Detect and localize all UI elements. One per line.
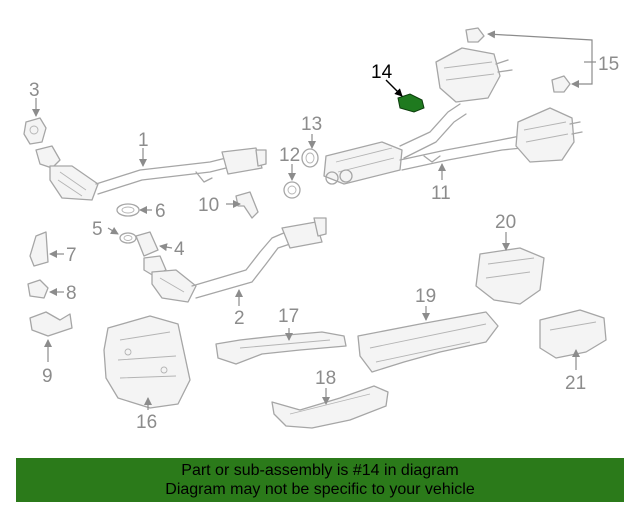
- part-3-gasket: [23, 117, 47, 145]
- callout-2: 2: [234, 308, 245, 329]
- part-20-heat-shield: [475, 247, 545, 305]
- part-17-heat-shield: [215, 331, 347, 365]
- banner-line-2: Diagram may not be specific to your vehi…: [165, 481, 475, 498]
- callout-20: 20: [495, 212, 516, 233]
- part-13-clamp: [301, 148, 319, 168]
- leader-lines: [32, 30, 596, 410]
- callout-1: 1: [138, 130, 149, 151]
- part-9-hanger: [29, 311, 73, 337]
- callout-10: 10: [198, 195, 219, 216]
- part-14-bracket-highlighted: [397, 93, 425, 113]
- callout-17: 17: [278, 306, 299, 327]
- part-10-bracket: [235, 191, 259, 219]
- callout-6: 6: [155, 201, 166, 222]
- part-1-front-pipe-upper: [35, 145, 267, 201]
- part-11-rear-exhaust-assembly: [323, 47, 583, 185]
- part-4-flange: [135, 231, 159, 257]
- part-2-front-pipe-lower: [143, 217, 327, 303]
- part-16-heat-shield: [103, 315, 191, 409]
- part-15-insulator: [465, 27, 571, 93]
- callout-8: 8: [66, 283, 77, 304]
- callout-labels: 3 1 6 5 4 7 8 9 10 2 13 12 11 14 15 16 1…: [29, 54, 619, 433]
- part-6-gasket: [116, 203, 140, 217]
- part-8-hanger: [27, 279, 49, 299]
- callout-4: 4: [174, 239, 185, 260]
- part-19-heat-shield: [357, 311, 499, 373]
- parts-diagram: 3 1 6 5 4 7 8 9 10 2 13 12 11 14 15 16 1…: [23, 27, 619, 433]
- callout-19: 19: [415, 286, 436, 307]
- callout-18: 18: [315, 368, 336, 389]
- part-7-hanger: [29, 231, 49, 267]
- part-info-banner: Part or sub-assembly is #14 in diagram D…: [16, 458, 624, 502]
- part-18-heat-shield: [271, 385, 389, 429]
- callout-11: 11: [431, 183, 451, 204]
- callout-16: 16: [136, 412, 157, 433]
- callout-3: 3: [29, 80, 40, 101]
- callout-13: 13: [301, 114, 322, 135]
- part-12-clamp: [283, 181, 301, 199]
- banner-line-1: Part or sub-assembly is #14 in diagram: [181, 462, 459, 479]
- callout-15: 15: [598, 54, 619, 75]
- part-21-heat-shield: [539, 309, 607, 359]
- callout-12: 12: [279, 145, 300, 166]
- callout-7: 7: [66, 245, 77, 266]
- callout-21: 21: [565, 373, 586, 394]
- callout-14: 14: [371, 62, 393, 83]
- part-5-gasket: [119, 232, 137, 244]
- callout-9: 9: [42, 366, 53, 387]
- callout-5: 5: [92, 219, 103, 240]
